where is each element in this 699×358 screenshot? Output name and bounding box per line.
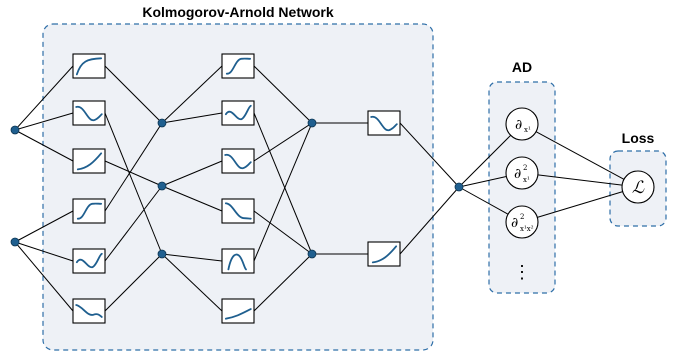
bump-curve-icon (227, 253, 247, 271)
ad-node-3-base: ∂ (511, 215, 518, 231)
activation-box-12 (221, 298, 255, 324)
edge-h1c-fn11 (161, 253, 223, 312)
edge-out-d2 (458, 175, 507, 188)
ad-node-2-base: ∂ (514, 166, 521, 182)
activation-box-8 (221, 100, 255, 126)
ad-node-1-sub: x¹ (524, 126, 531, 134)
edge-fn8-h2a (253, 122, 313, 162)
activation-box-1 (72, 53, 106, 79)
loss-title: Loss (622, 130, 655, 146)
edge-fn9-h2b (253, 210, 313, 255)
edge-in2-fn4 (14, 241, 74, 262)
ad-node-2-sup: 2 (523, 164, 527, 172)
edge-out-d1 (458, 134, 512, 188)
wave-down-flat-curve-icon (75, 304, 103, 318)
node-h1b (157, 181, 167, 191)
activation-box-3 (72, 148, 106, 174)
edge-in2-fn3 (14, 210, 74, 243)
edge-h1b-fn9 (161, 185, 223, 212)
wave-up-curve-icon (224, 104, 252, 121)
activation-functions (72, 53, 401, 324)
fall-curve-icon (224, 202, 252, 220)
rise-curve-icon (371, 245, 398, 264)
ad-node-1: ∂ x¹ (505, 107, 539, 141)
node-h1a (157, 118, 167, 128)
edge-h1c-fn10 (161, 253, 223, 262)
edge-in2-fn5 (14, 241, 74, 312)
saturating-rise-curve-icon (75, 57, 103, 76)
loss-node: ℒ (621, 170, 655, 204)
edge-h1b-fn8 (161, 160, 223, 187)
activation-box-4 (72, 198, 106, 224)
node-out (454, 182, 464, 192)
ad-ellipsis: ⋮ (513, 262, 531, 283)
edge-fn10-h2a (253, 122, 313, 262)
edge-d3-L (537, 191, 623, 218)
edges (14, 65, 625, 312)
activation-box-11 (221, 248, 255, 274)
node-h2a (307, 118, 317, 128)
edge-in1-fn2 (14, 129, 74, 162)
edge-h1a-fn6 (161, 65, 223, 124)
wave-down-curve-icon (370, 116, 398, 132)
edge-fn13-out (399, 186, 460, 255)
ad-node-1-base: ∂ (515, 117, 522, 133)
activation-box-14 (367, 241, 401, 267)
edge-fn0-h1a (104, 65, 163, 124)
node-in2 (10, 237, 20, 247)
edge-fn11-h2b (253, 253, 313, 312)
edge-in1-fn1 (14, 112, 74, 131)
ad-title: AD (512, 59, 532, 75)
edge-fn7-h2b (253, 112, 313, 255)
activation-box-7 (221, 53, 255, 79)
edge-fn1-h1c (104, 112, 163, 255)
activation-box-13 (367, 110, 401, 136)
wave-up-curve-icon (75, 252, 103, 269)
s-rise-curve-icon (76, 202, 103, 220)
node-h2b (307, 249, 317, 259)
edge-out-d3 (458, 186, 509, 215)
edge-fn2-h1b (104, 160, 163, 187)
edge-fn4-h1b (104, 185, 163, 262)
activation-box-5 (72, 248, 106, 274)
wave-down-curve-icon (224, 154, 252, 170)
activation-box-10 (221, 198, 255, 224)
log-rise-curve-icon (224, 308, 252, 320)
edge-d1-L (535, 131, 625, 180)
edge-in1-fn0 (14, 65, 74, 131)
edge-h1a-fn7 (161, 112, 223, 124)
node-h1c (157, 249, 167, 259)
s-rise-curve-icon (225, 57, 252, 75)
node-in1 (10, 125, 20, 135)
ad-node-2: ∂ 2 x¹ (505, 156, 539, 190)
edge-fn3-h1a (104, 122, 163, 212)
edge-fn5-h1c (104, 253, 163, 312)
rise-curve-icon (76, 152, 103, 171)
ad-node-2-sub: x¹ (523, 176, 530, 184)
activation-box-9 (221, 148, 255, 174)
ad-node-3-sub: x¹x² (520, 225, 534, 233)
wave-down-curve-icon (75, 106, 103, 122)
loss-symbol: ℒ (632, 178, 645, 198)
ad-node-3-sup: 2 (520, 213, 524, 221)
edge-fn12-out (399, 122, 460, 188)
ad-node-3: ∂ 2 x¹x² (505, 205, 539, 239)
kan-panel (42, 23, 434, 351)
edge-fn6-h2a (253, 65, 313, 124)
activation-box-6 (72, 298, 106, 324)
kan-title: Kolmogorov-Arnold Network (142, 4, 334, 20)
activation-box-2 (72, 100, 106, 126)
network-nodes (10, 118, 464, 259)
edge-d2-L (537, 174, 623, 186)
